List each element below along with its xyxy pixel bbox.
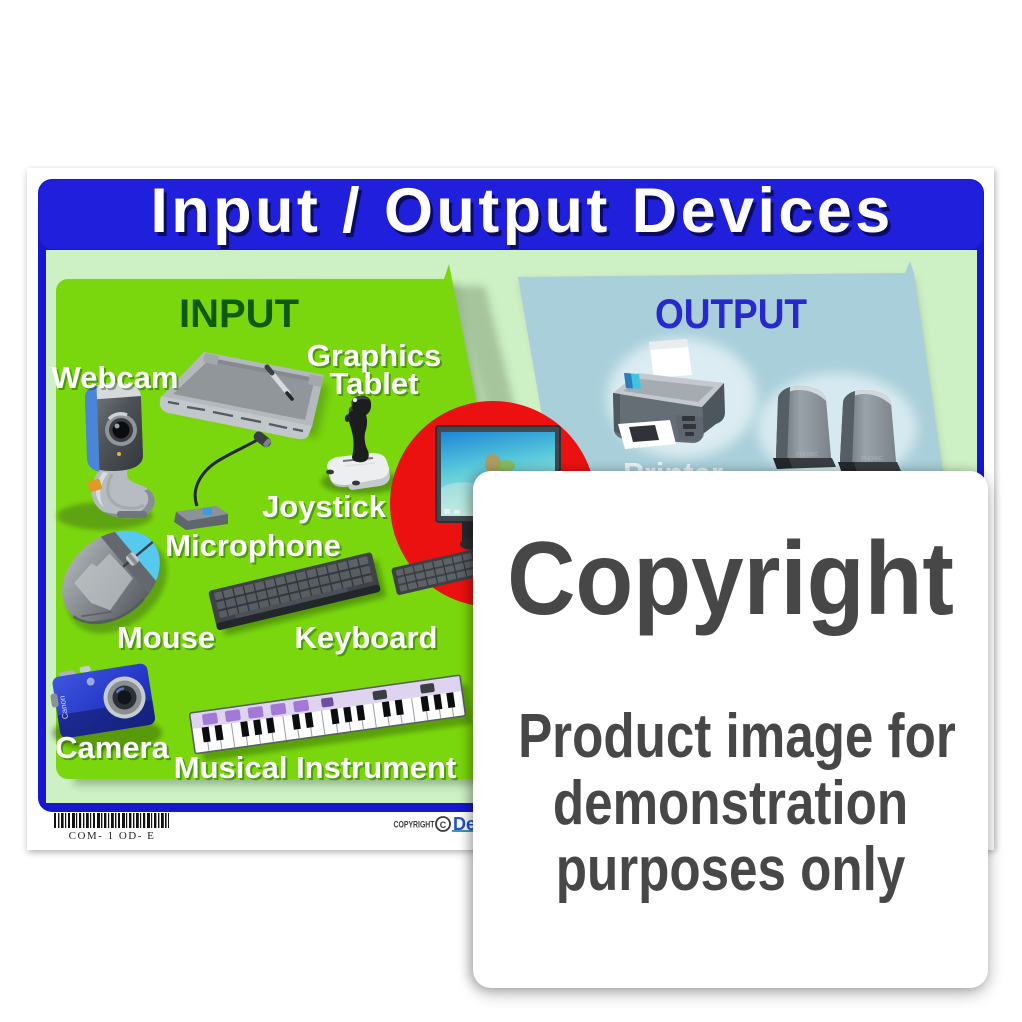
svg-text:OUTPUT: OUTPUT: [655, 290, 807, 337]
svg-text:COPYRIGHT: COPYRIGHT: [394, 820, 435, 831]
svg-text:Canon: Canon: [58, 695, 71, 720]
svg-text:Webcam: Webcam: [54, 362, 181, 397]
svg-text:Microphone: Microphone: [165, 528, 341, 563]
svg-text:Musical Instrument: Musical Instrument: [176, 752, 459, 787]
svg-text:Keyboard: Keyboard: [295, 620, 438, 655]
svg-text:Tablet: Tablet: [332, 368, 421, 403]
svg-text:Joystick: Joystick: [264, 491, 389, 526]
svg-text:Graphics: Graphics: [309, 340, 443, 375]
svg-text:Camera: Camera: [55, 730, 169, 765]
svg-text:PHONIC: PHONIC: [861, 456, 882, 462]
svg-text:Webcam: Webcam: [52, 360, 179, 395]
svg-text:Input / Output Devices: Input / Output Devices: [153, 180, 896, 250]
svg-text:Input / Output Devices: Input / Output Devices: [150, 176, 893, 246]
svg-text:Graphics: Graphics: [307, 338, 441, 373]
svg-text:COM- 1 OD- E: COM- 1 OD- E: [69, 830, 156, 842]
svg-text:Tablet: Tablet: [330, 366, 419, 401]
svg-text:Mouse: Mouse: [119, 622, 217, 657]
svg-text:Joystick: Joystick: [262, 489, 387, 524]
svg-text:C: C: [440, 820, 447, 830]
svg-text:Keyboard: Keyboard: [297, 622, 440, 657]
svg-text:Mouse: Mouse: [117, 620, 215, 655]
svg-text:Microphone: Microphone: [167, 530, 343, 565]
svg-text:INPUT: INPUT: [179, 292, 299, 336]
svg-text:Musical Instrument: Musical Instrument: [174, 750, 457, 785]
svg-text:Camera: Camera: [57, 732, 171, 767]
svg-text:PHONIC: PHONIC: [796, 452, 817, 458]
